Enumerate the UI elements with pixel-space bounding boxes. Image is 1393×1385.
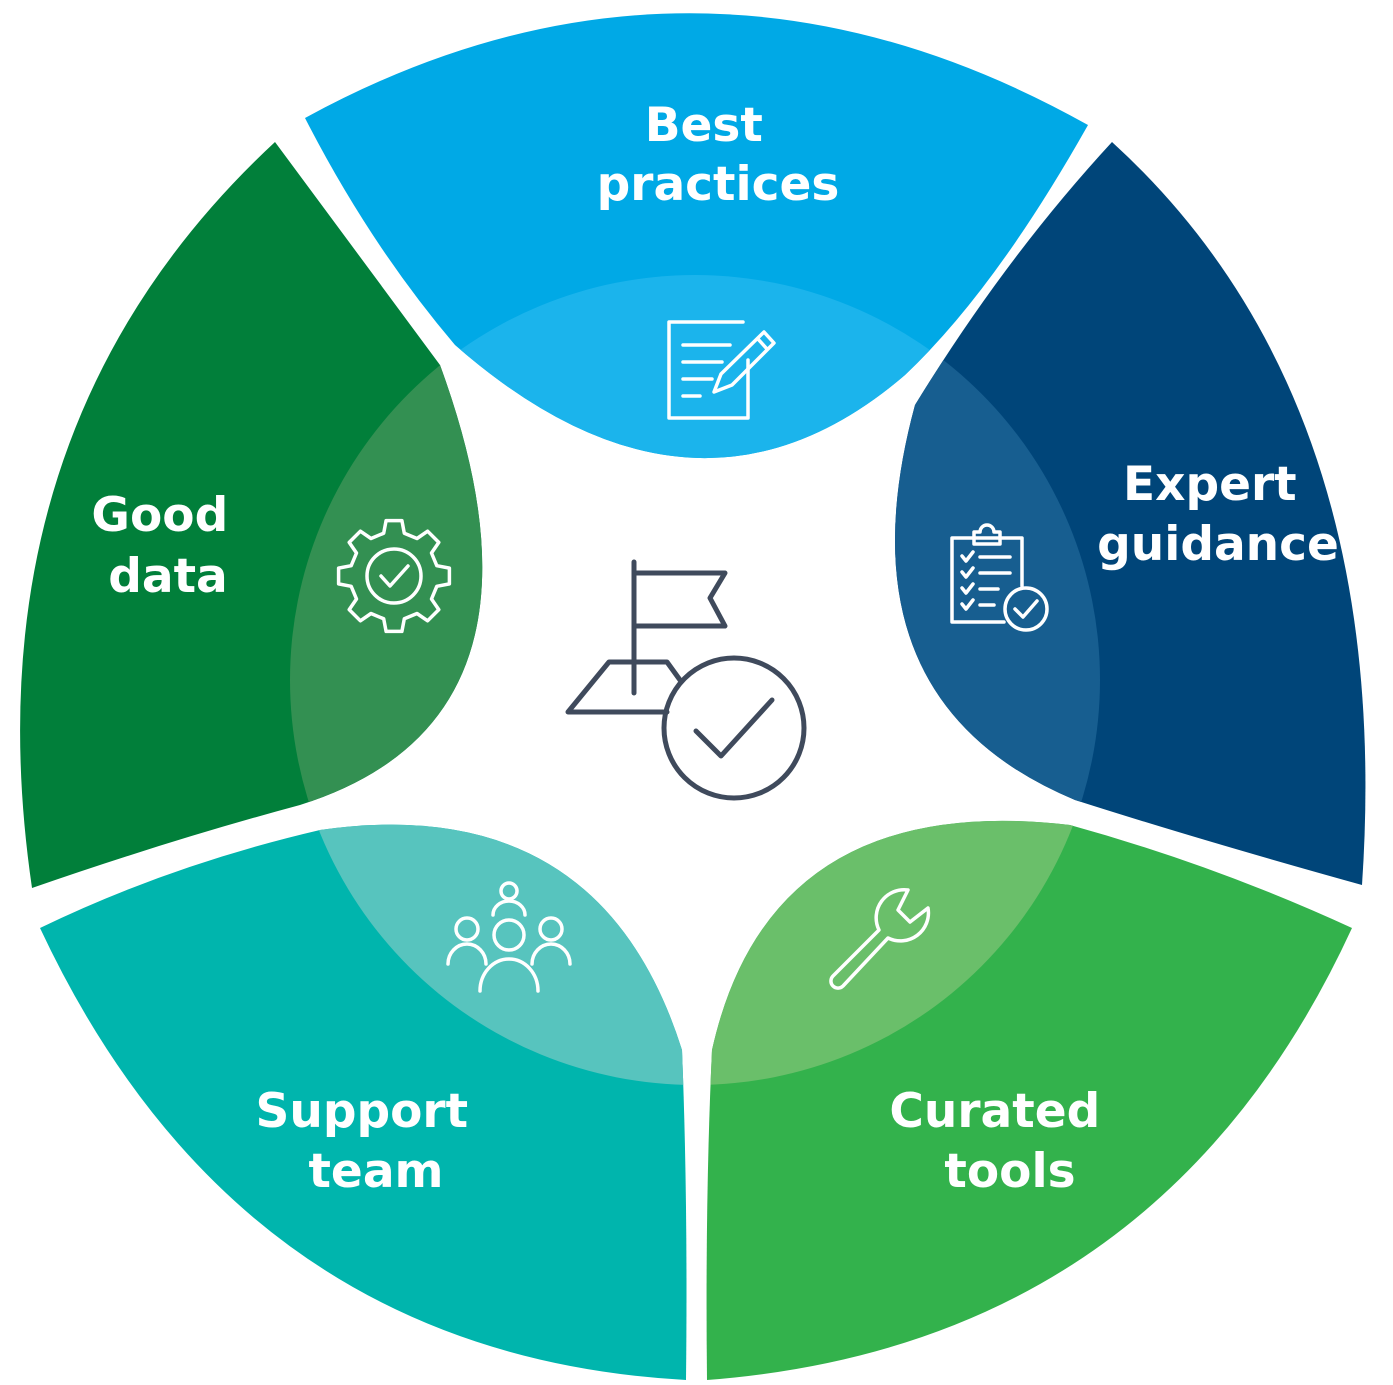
segment-good-data-label-line-1: Good [91, 488, 228, 543]
segment-curated-tools: Curated tools [706, 820, 1352, 1380]
segment-best-practices-label-line-2: practices [597, 157, 840, 212]
segment-good-data: Good data [20, 142, 483, 888]
segment-curated-tools-label-line-2: tools [944, 1144, 1075, 1199]
segment-expert-guidance-label: Expert guidance [1097, 457, 1339, 572]
segment-best-practices: Best practices [305, 13, 1088, 459]
flag-check-icon [565, 559, 807, 801]
team-people-icon [446, 881, 572, 993]
segment-expert-guidance: Expert guidance [895, 142, 1366, 885]
document-pencil-icon [667, 320, 776, 420]
segment-expert-guidance-label-line-1: Expert [1123, 457, 1297, 512]
segment-curated-tools-label-line-1: Curated [889, 1084, 1100, 1139]
wrench-icon [829, 887, 931, 990]
segment-best-practices-label: Best practices [597, 98, 840, 212]
segment-support-team-label: Support team [256, 1084, 485, 1199]
segment-best-practices-label-line-1: Best [645, 98, 763, 153]
segment-support-team-label-line-2: team [308, 1144, 443, 1199]
segment-expert-guidance-label-line-2: guidance [1097, 517, 1339, 572]
segment-best-practices-inner [305, 275, 1088, 459]
segment-good-data-label: Good data [91, 488, 244, 604]
clipboard-check-icon [950, 523, 1049, 632]
segment-support-team: Support team [40, 824, 687, 1380]
segment-curated-tools-label: Curated tools [889, 1084, 1116, 1199]
gear-check-icon [336, 518, 452, 634]
segment-good-data-label-line-2: data [108, 549, 228, 604]
segment-support-team-label-line-1: Support [256, 1084, 469, 1139]
